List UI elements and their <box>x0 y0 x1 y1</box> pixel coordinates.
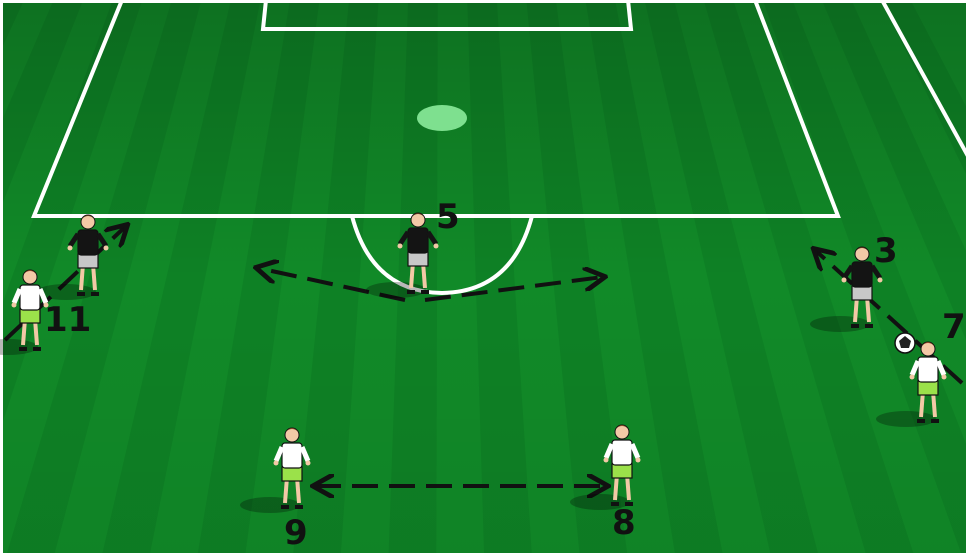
player-8-number: 8 <box>612 503 636 543</box>
ball-icon <box>895 333 915 353</box>
player-7-number: 7 <box>942 307 966 347</box>
player-5-number: 5 <box>436 197 460 237</box>
player-11-number: 11 <box>44 300 91 340</box>
player-3-number: 3 <box>874 231 898 271</box>
penalty-spot <box>417 105 467 131</box>
player-9-number: 9 <box>284 513 308 553</box>
